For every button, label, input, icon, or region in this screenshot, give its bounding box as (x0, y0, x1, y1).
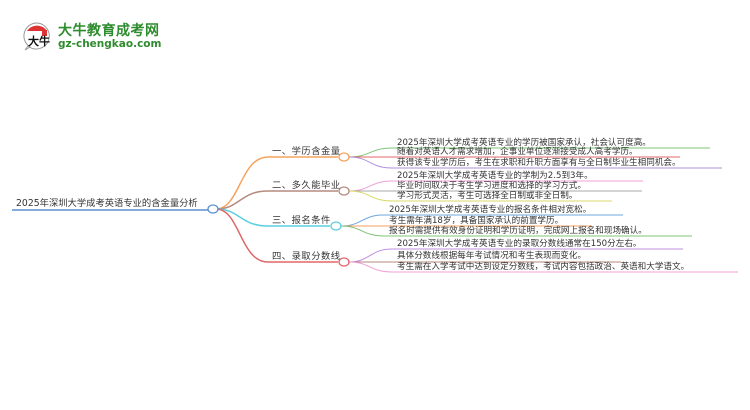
leaf-text: 考生需年满18岁，具备国家承认的前置学历。 (389, 216, 564, 226)
branch-label-cutoff-score: 四、录取分数线 (272, 251, 341, 262)
branch-label-admission-requirements: 三、报名条件 (272, 215, 331, 226)
logo-title: 大牛教育成考网 (58, 23, 160, 39)
leaf-text: 学习形式灵活，考生可选择全日制或非全日制。 (397, 191, 578, 201)
leaf-text: 毕业时间取决于考生学习进度和选择的学习方式。 (397, 181, 587, 191)
leaf-text: 2025年深圳大学成考英语专业的学制为2.5到3年。 (397, 171, 593, 181)
site-logo[interactable]: 大牛 大牛教育成考网 gz-chengkao.com (18, 18, 218, 54)
mindmap-root: 2025年深圳大学成考英语专业的含金量分析 (16, 198, 198, 209)
leaf-text: 随着对英语人才需求增加，企事业单位逐渐接受成人高考学历。 (397, 147, 638, 157)
svg-text:大牛: 大牛 (28, 34, 50, 48)
leaf-text: 获得该专业学历后，考生在求职和升职方面享有与全日制毕业生相同机会。 (397, 158, 681, 168)
niu-badge-icon: 大牛 (23, 22, 50, 51)
leaf-text: 报名时需提供有效身份证明和学历证明，完成网上报名和现场确认。 (389, 226, 647, 236)
branch-label-graduation-time: 二、多久能毕业 (272, 180, 341, 191)
leaf-text: 2025年深圳大学成考英语专业的录取分数线通常在150分左右。 (397, 239, 642, 249)
logo-url: gz-chengkao.com (58, 38, 162, 50)
leaf-text: 2025年深圳大学成考英语专业的学历被国家承认，社会认可度高。 (397, 138, 651, 148)
leaf-text: 2025年深圳大学成考英语专业的报名条件相对宽松。 (389, 205, 592, 215)
branch-label-degree-value: 一、学历含金量 (272, 146, 341, 157)
leaf-text: 具体分数线根据每年考试情况和考生表现而变化。 (397, 251, 587, 261)
leaf-text: 考生需在入学考试中达到设定分数线，考试内容包括政治、英语和大学语文。 (397, 262, 690, 272)
